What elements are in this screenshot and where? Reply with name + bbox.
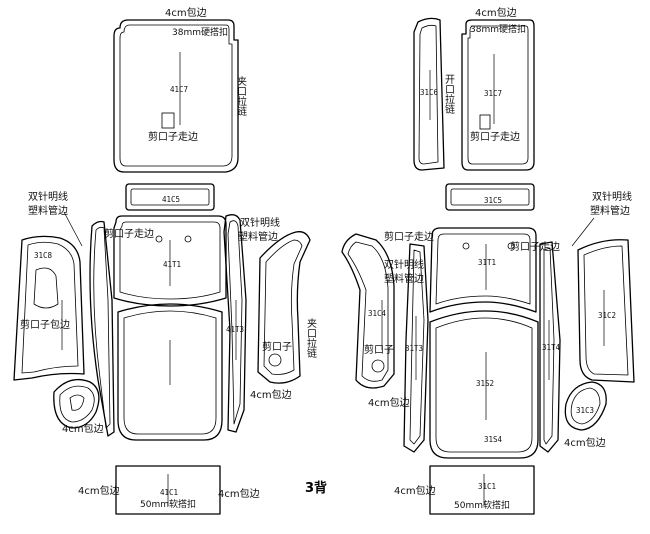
note-41c1-wrap-left: 4cm包边: [78, 484, 120, 497]
piece-41c7: 41C7: [113, 19, 239, 173]
piece-31s2: 31S2 31S4: [429, 310, 539, 459]
piece-31t1: 31T1: [429, 227, 537, 313]
code-31s2: 31S2: [476, 379, 494, 388]
note-31c4-wrap: 4cm包边: [368, 396, 410, 409]
code-41c5: 41C5: [162, 195, 180, 204]
note-41c7-wrap: 4cm包边: [165, 6, 207, 19]
piece-31c1: 31C1: [429, 465, 535, 515]
note-31c7-buckle: 38mm硬搭扣: [470, 23, 526, 35]
code-41t1: 41T1: [163, 260, 181, 269]
note-31c7-cut: 剪口子走边: [470, 130, 520, 143]
note-right-pipe: 塑料管边: [590, 204, 630, 217]
note-31c7-wrap: 4cm包边: [475, 6, 517, 19]
code-31s4: 31S4: [484, 435, 503, 444]
piece-31t3: 31T3: [403, 243, 429, 453]
note-right-pipe-l: 塑料管边: [384, 272, 424, 285]
note-left-double-needle: 双针明线: [28, 190, 68, 203]
note-41c7-cut: 剪口子走边: [148, 130, 198, 143]
piece-31c3: 31C3: [564, 381, 607, 431]
note-right-double-needle-l: 双针明线: [384, 258, 424, 271]
piece-31c2: 31C2: [577, 239, 635, 383]
note-31c4-notch: 剪口子: [364, 343, 394, 356]
note-41c7-zipper: 夹口拉链: [235, 75, 247, 116]
note-left-pipe-r: 塑料管边: [238, 230, 278, 243]
piece-left-small-rounded: [53, 378, 100, 429]
piece-left-lower-center: [117, 303, 223, 441]
code-41c1: 41C1: [160, 488, 178, 497]
note-left-double-needle-r: 双针明线: [240, 216, 280, 229]
piece-31c7: 31C7: [461, 19, 535, 171]
code-31t1: 31T1: [478, 258, 496, 267]
code-31c7: 31C7: [484, 89, 502, 98]
sheet-title: 3背: [305, 480, 327, 496]
note-31c1-wrap: 4cm包边: [394, 484, 436, 497]
code-31t4: 31T4: [542, 343, 561, 352]
note-31c3-wrap: 4cm包边: [564, 436, 606, 449]
code-31c1: 31C1: [478, 482, 496, 491]
note-left-curved-wrap: 4cm包边: [250, 388, 292, 401]
note-41t1-cut: 剪口子走边: [104, 227, 154, 240]
piece-41t3: 41T3: [223, 214, 247, 433]
code-31t3: 31T3: [405, 344, 423, 353]
piece-31c4: 31C4: [341, 233, 395, 389]
note-right-double-needle: 双针明线: [592, 190, 632, 203]
code-31c4: 31C4: [368, 309, 387, 318]
note-left-clip-zipper: 夹口拉链: [305, 317, 317, 358]
note-left-pipe: 塑料管边: [28, 204, 68, 217]
code-31c8: 31C8: [34, 251, 53, 260]
note-31c1-buckle: 50mm软搭扣: [454, 499, 510, 511]
code-31c5: 31C5: [484, 196, 502, 205]
code-31c3: 31C3: [576, 406, 594, 415]
note-41c1-buckle: 50mm软搭扣: [140, 498, 196, 510]
note-31t1-cut-left: 剪口子走边: [384, 230, 434, 243]
note-41c7-buckle: 38mm硬搭扣: [172, 26, 228, 38]
piece-31c5: 31C5: [445, 183, 535, 211]
note-left-notch: 剪口子: [262, 340, 292, 353]
note-31c8-cut: 剪口子包边: [20, 318, 70, 331]
note-41c1-wrap-right: 4cm包边: [218, 487, 260, 500]
piece-41t1: 41T1: [113, 215, 227, 307]
piece-31t4: 31T4: [539, 241, 561, 453]
piece-left-side-strip: [89, 220, 115, 437]
piece-31c8: 31C8: [13, 235, 85, 381]
piece-41c5: 41C5: [125, 183, 215, 211]
note-left-small-wrap: 4cm包边: [62, 422, 104, 435]
code-41t3: 41T3: [226, 325, 244, 334]
code-31c2: 31C2: [598, 311, 616, 320]
piece-41c1: 41C1: [115, 465, 221, 515]
code-41c7: 41C7: [170, 85, 188, 94]
code-31c6: 31C6: [420, 88, 439, 97]
note-31c6-zipper: 开口拉链: [443, 74, 455, 114]
piece-31c6: 31C6: [413, 17, 445, 171]
piece-left-curved-panel: [257, 231, 311, 384]
